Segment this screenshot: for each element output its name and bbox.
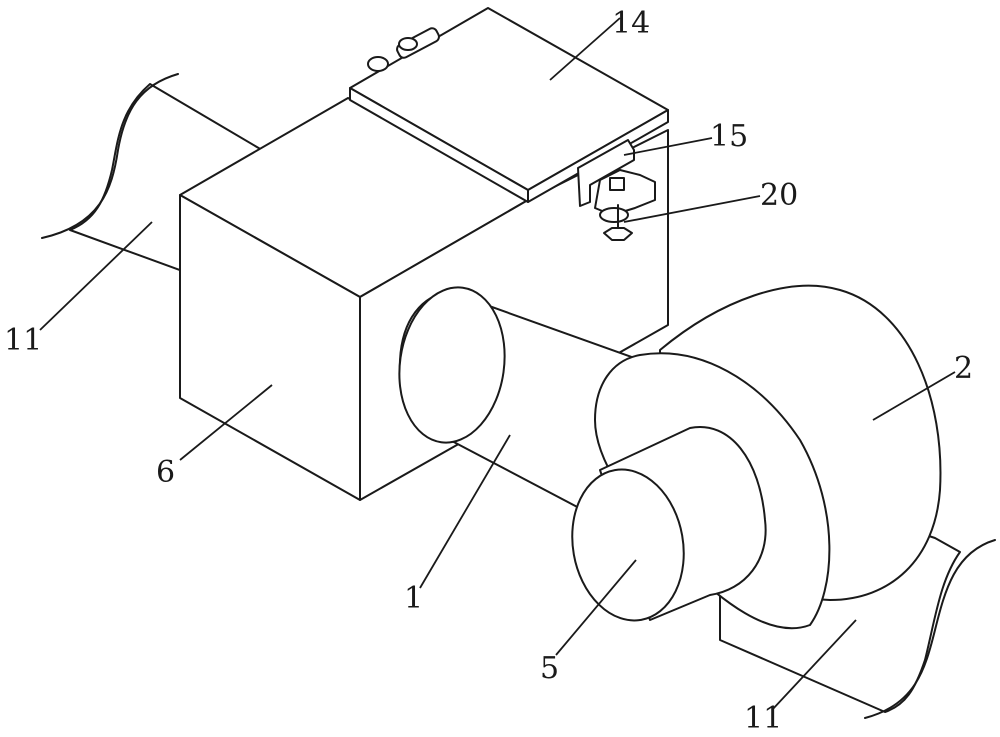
label-5: 5 — [540, 651, 559, 686]
label-1: 1 — [404, 581, 423, 616]
label-11-left: 11 — [4, 323, 42, 358]
label-14: 14 — [612, 6, 650, 41]
clip-slot — [610, 178, 624, 190]
label-2: 2 — [954, 351, 973, 386]
label-20: 20 — [760, 178, 798, 213]
fastener-washer — [600, 208, 628, 222]
hinge-knob-left — [368, 57, 388, 71]
label-6: 6 — [156, 455, 175, 490]
label-11-right: 11 — [744, 701, 782, 736]
hinge-knob-right — [399, 38, 417, 50]
label-15: 15 — [710, 119, 748, 154]
